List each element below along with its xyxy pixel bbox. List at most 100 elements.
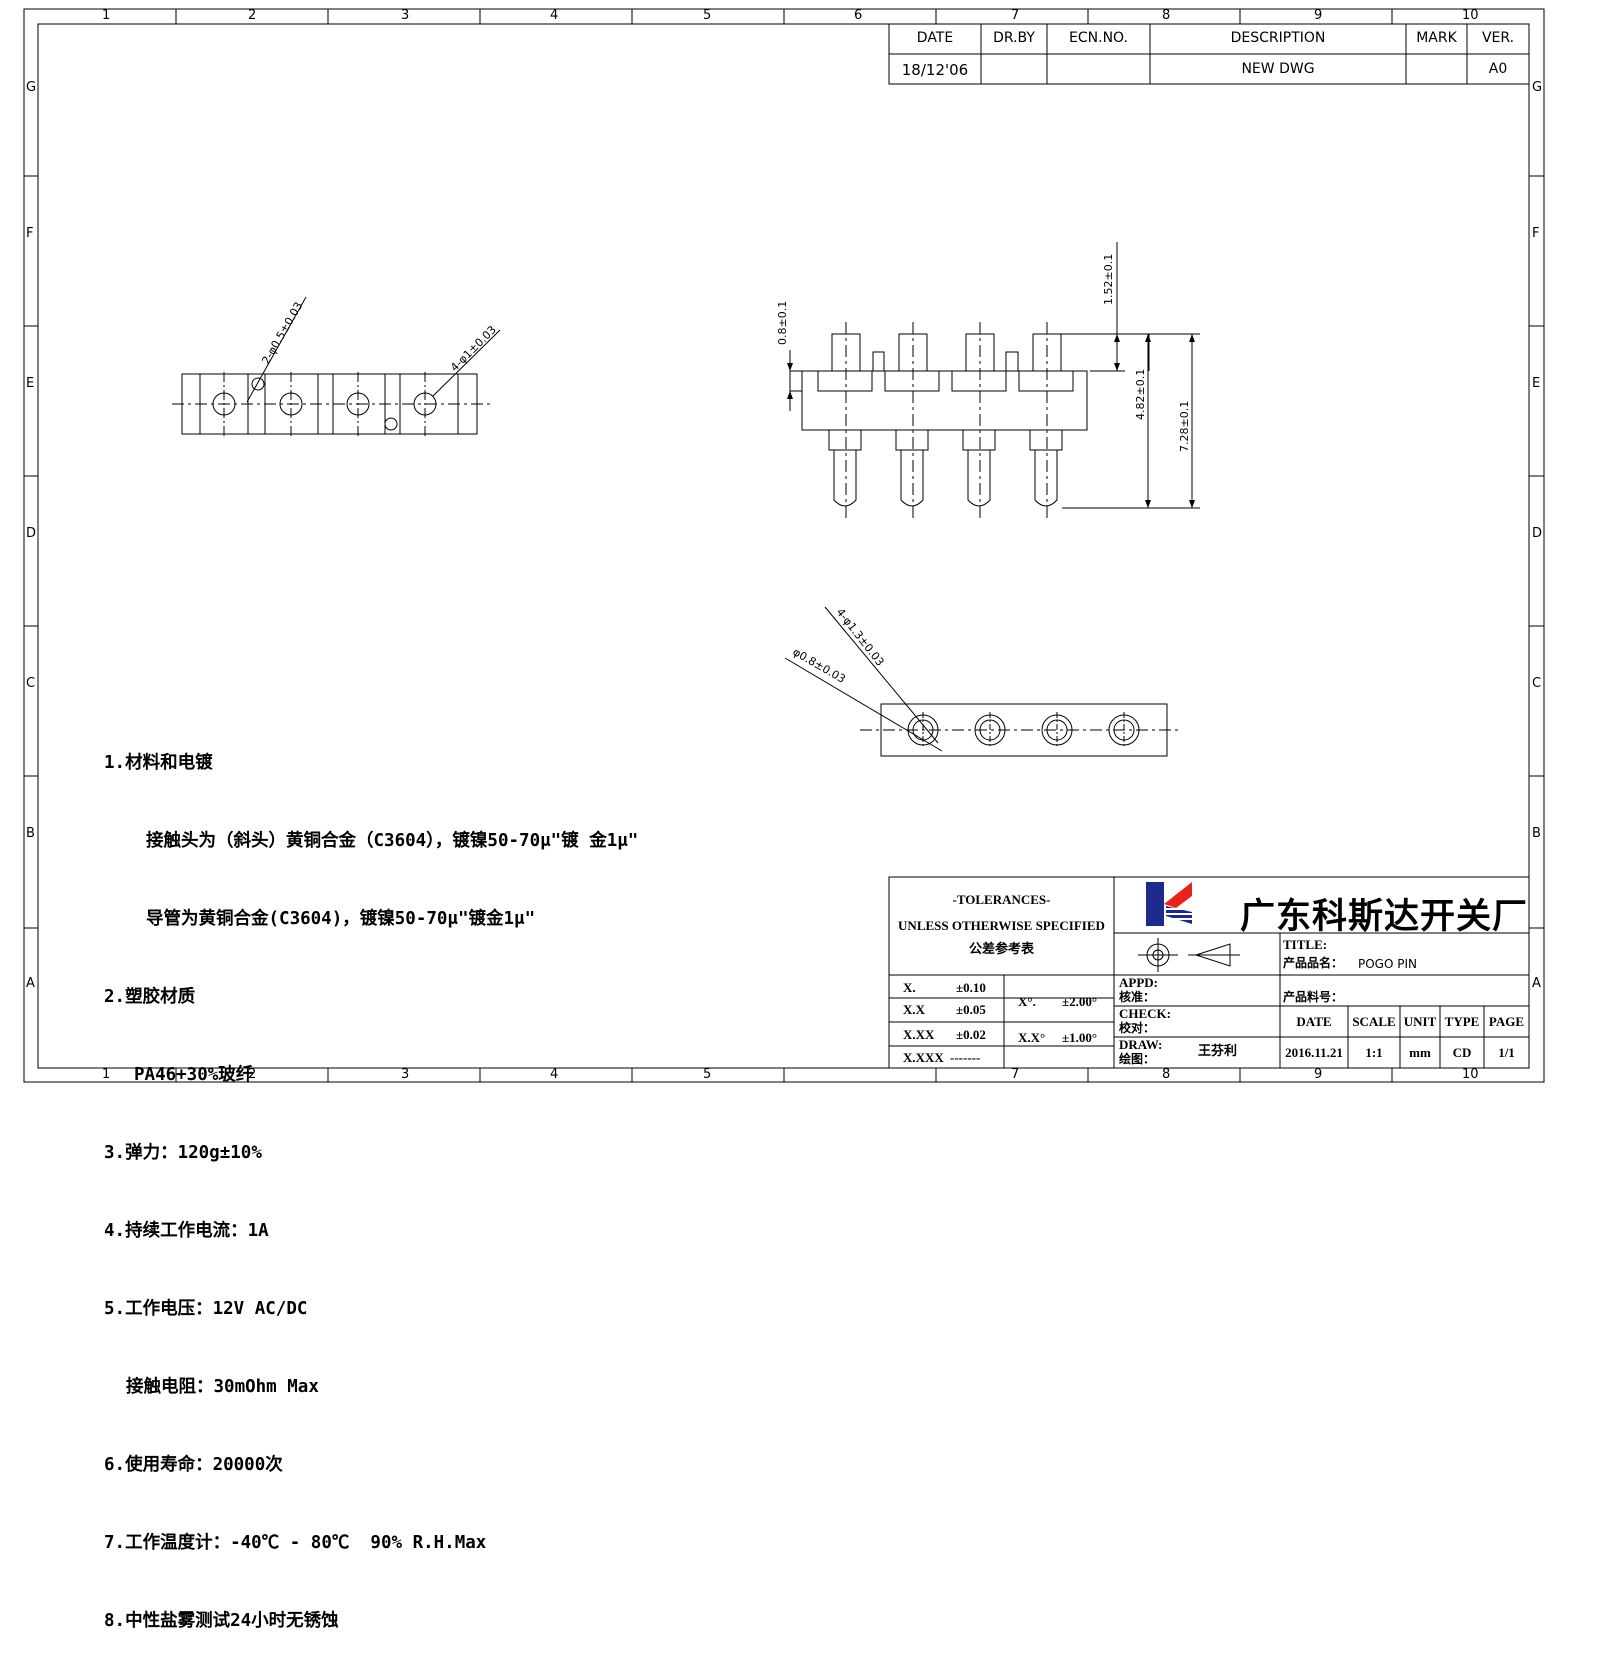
row-label: B [1532,826,1541,841]
product-name-label: 产品品名： [1283,956,1344,970]
row-label: F [26,226,34,241]
check-cn: 校对： [1119,1021,1156,1035]
info-page: 1/1 [1498,1045,1515,1060]
col-label: 7 [1011,8,1020,23]
dimension-arrows [787,334,1195,508]
rev-header-ecn: ECN.NO. [1069,30,1128,46]
tol-value: ±0.10 [956,980,986,995]
rev-header-mark: MARK [1416,30,1457,46]
col-label: 8 [1162,8,1171,23]
col-label: 7 [1011,1067,1020,1082]
dim-bottom-1: 4-φ1.3±0.03 [834,606,887,669]
dim-bottom-2: φ0.8±0.03 [791,645,848,685]
col-label: 5 [703,1067,712,1082]
note-line: 1.材料和电镀 [104,753,213,773]
row-label: B [26,826,35,841]
row-label: C [1532,676,1542,691]
rev-header-drby: DR.BY [993,30,1035,46]
row-label: E [26,376,35,391]
angle-label: X°. [1018,994,1036,1009]
rev-header-description: DESCRIPTION [1230,30,1326,46]
row-label: D [1532,526,1543,541]
dim-side-2: 1.52±0.1 [1102,254,1115,305]
revision-table [888,23,1530,85]
draw-cn: 绘图： [1119,1052,1156,1066]
tolerances-cn: 公差参考表 [968,942,1034,957]
projection-symbol-icon [1138,938,1240,972]
zone-ticks [24,9,1544,1082]
dim-top-1: 2-φ0.5±0.03 [259,300,305,367]
col-label: 3 [401,1067,410,1082]
tol-label: X.XX [903,1027,935,1042]
note-line: 8.中性盐雾测试24小时无锈蚀 [104,1611,339,1631]
info-date: 2016.11.21 [1285,1045,1343,1060]
note-line: 接触头为（斜头）黄铜合金（C3604），镀镍50-70μ"镀 金1μ" [146,831,639,851]
note-line: 4.持续工作电流：1A [104,1221,269,1241]
col-label: 1 [102,8,111,23]
angle-value: ±1.00° [1062,1030,1098,1045]
title-label: TITLE: [1283,937,1328,952]
col-label: 4 [550,1067,559,1082]
info-header-type: TYPE [1444,1014,1480,1029]
drawing-canvas: 2-φ0.5±0.03 4-φ1±0.03 0.8±0.1 1.52±0.1 4… [23,8,1545,1083]
dim-side-1: 0.8±0.1 [776,301,789,345]
tol-label: X.X [903,1002,926,1017]
info-header-unit: UNIT [1403,1014,1437,1029]
angle-value: ±2.00° [1062,994,1098,1009]
bottom-view [784,606,1180,757]
tol-label: X. [903,980,916,995]
col-label: 10 [1462,8,1479,23]
note-line: PA46+30%玻纤 [134,1065,254,1085]
row-label: E [1532,376,1541,391]
tolerances-title: -TOLERANCES- [952,892,1051,907]
tol-value: ------- [950,1050,981,1065]
tol-value: ±0.05 [956,1002,986,1017]
note-line: 2.塑胶材质 [104,987,196,1007]
note-line: 7.工作温度计：-40℃ - 80℃ 90% R.H.Max [104,1533,487,1553]
rev-date: 18/12'06 [901,61,969,79]
row-label: D [26,526,37,541]
info-header-date: DATE [1296,1014,1332,1029]
dimension-labels: 2-φ0.5±0.03 4-φ1±0.03 0.8±0.1 1.52±0.1 4… [259,254,1191,686]
col-label: 5 [703,8,712,23]
dim-top-2: 4-φ1±0.03 [448,323,499,374]
row-label: F [1532,226,1540,241]
info-header-scale: SCALE [1352,1014,1396,1029]
col-label: 2 [248,1067,257,1082]
top-view [172,296,501,436]
rev-version: A0 [1488,61,1508,77]
tolerances-subtitle: UNLESS OTHERWISE SPECIFIED [898,918,1105,933]
tol-value: ±0.02 [956,1027,986,1042]
col-label: 1 [102,1067,111,1082]
col-label: 9 [1314,1067,1323,1082]
title-block-frame [888,876,1530,1069]
info-scale: 1:1 [1365,1045,1383,1060]
product-no-cn: 产品料号： [1283,990,1344,1004]
info-header-page: PAGE [1488,1014,1525,1029]
dim-side-4: 7.28±0.1 [1178,401,1191,452]
col-label: 4 [550,8,559,23]
info-unit: mm [1409,1045,1431,1060]
row-label: G [1532,80,1543,95]
technical-notes: 1.材料和电镀 接触头为（斜头）黄铜合金（C3604），镀镍50-70μ"镀 金… [104,698,638,1660]
company-logo-icon [1144,880,1194,926]
check-label: CHECK: [1119,1006,1171,1021]
row-label: A [1532,976,1541,991]
draw-label: DRAW: [1119,1037,1163,1052]
col-label: 6 [854,8,863,23]
dim-side-3: 4.82±0.1 [1134,369,1147,420]
company-name: 广东科斯达开关厂 [1240,897,1529,937]
row-label: G [26,80,37,95]
note-line: 5.工作电压：12V AC/DC [104,1299,308,1319]
col-label: 2 [248,8,257,23]
col-label: 8 [1162,1067,1171,1082]
col-label: 10 [1462,1067,1479,1082]
col-label: 9 [1314,8,1323,23]
note-line: 6.使用寿命：20000次 [104,1455,283,1475]
note-line: 3.弹力：120g±10% [104,1143,262,1163]
drawer-name: 王芬利 [1198,1044,1238,1059]
angle-label: X.X° [1018,1030,1046,1045]
appd-label: APPD: [1119,975,1158,990]
col-label: 3 [401,8,410,23]
rev-description: NEW DWG [1241,61,1315,77]
